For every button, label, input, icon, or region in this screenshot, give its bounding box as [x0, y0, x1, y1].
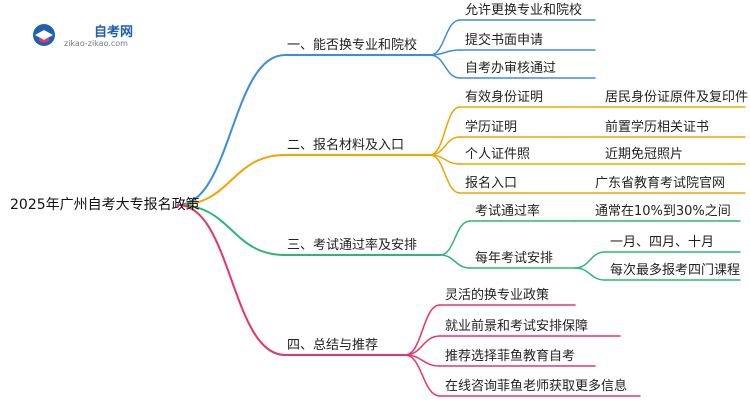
connector: [177, 54, 286, 206]
connector: [404, 304, 441, 356]
logo-title: 自考网: [94, 25, 134, 40]
sub-topic-label: 灵活的换专业政策: [445, 288, 550, 303]
sub-topic-label: 考试通过率: [475, 204, 541, 219]
connector: [439, 220, 471, 256]
connector: [429, 49, 461, 56]
detail-label: 通常在10%到30%之间: [595, 204, 731, 219]
detail-label: 居民身份证原件及复印件: [605, 90, 749, 105]
connector: [177, 204, 286, 256]
root-topic: 2025年广州自考大专报名政策: [10, 197, 200, 213]
logo-url: zikao-zikao.com: [64, 39, 128, 48]
connector: [429, 19, 461, 56]
sub-topic-label: 有效身份证明: [465, 90, 544, 105]
connector: [429, 154, 461, 194]
sub-topic-label: 就业前景和考试安排保障: [445, 319, 589, 334]
connector: [404, 335, 441, 356]
branch-label: 二、报名材料及入口: [287, 138, 405, 153]
detail-label: 一月、四月、十月: [610, 235, 715, 250]
sub-topic-label: 学历证明: [465, 120, 518, 135]
sub-topic-label: 在线咨询菲鱼老师获取更多信息: [445, 379, 628, 394]
connector: [177, 204, 286, 356]
detail-label: 近期免冠照片: [605, 147, 684, 162]
sub-topic-label: 每年考试安排: [475, 251, 554, 266]
sub-topic-label: 允许更换专业和院校: [465, 3, 583, 18]
connector: [574, 251, 606, 269]
connector: [177, 154, 286, 206]
sub-topic-label: 报名入口: [465, 176, 518, 191]
branch-label: 一、能否换专业和院校: [287, 38, 418, 53]
site-logo: 自考网 zikao-zikao.com: [30, 20, 150, 52]
sub-topic-label: 推荐选择菲鱼教育自考: [445, 349, 576, 364]
connector: [429, 106, 461, 156]
branch-label: 四、总结与推荐: [287, 338, 379, 353]
sub-topic-label: 个人证件照: [465, 147, 531, 162]
branch-label: 三、考试通过率及安排: [287, 238, 418, 253]
detail-label: 前置学历相关证书: [605, 120, 710, 135]
connector: [404, 354, 441, 397]
connector: [574, 267, 606, 281]
detail-label: 广东省教育考试院官网: [595, 176, 726, 191]
graduation-cap-icon: [33, 24, 55, 46]
connector: [429, 136, 461, 156]
connector: [439, 254, 471, 269]
sub-topic-label: 自考办审核通过: [465, 61, 557, 76]
sub-topic-label: 提交书面申请: [465, 33, 544, 48]
connector: [429, 54, 461, 79]
detail-label: 每次最多报考四门课程: [610, 263, 741, 278]
